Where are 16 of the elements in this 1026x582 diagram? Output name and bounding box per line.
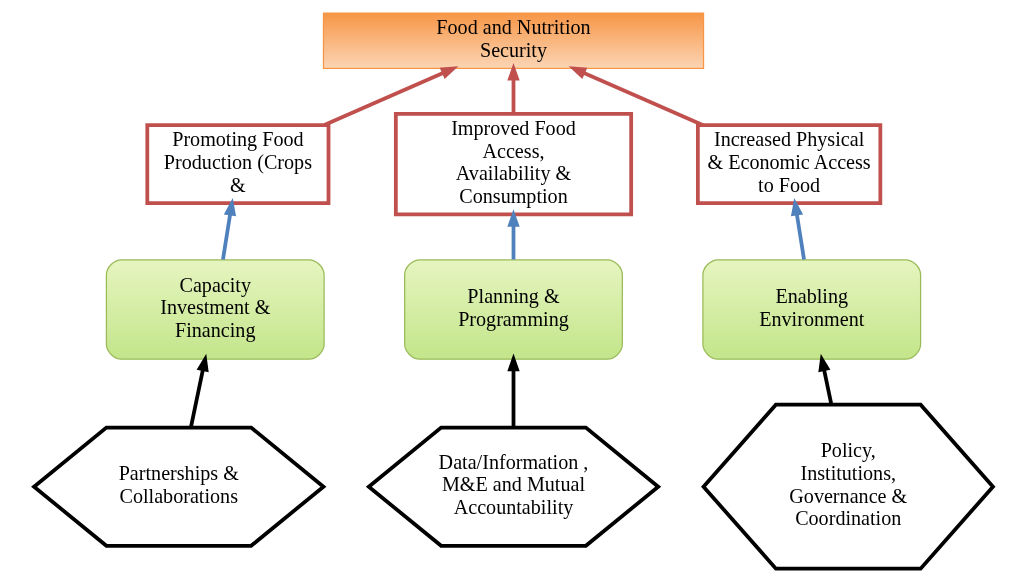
arrow <box>506 209 520 260</box>
node-box: Capacity Investment & Financing <box>105 259 325 360</box>
node-box: Promoting Food Production (Crops & <box>144 123 330 206</box>
arrow <box>220 197 236 260</box>
arrow <box>188 353 209 428</box>
node-box: Increased Physical & Economic Access to Food <box>695 123 882 206</box>
node-box: Improved Food Access, Availability & Consumption <box>393 111 633 217</box>
arrow <box>506 62 520 114</box>
arrow <box>568 66 703 127</box>
node-box: Food and Nutrition Security <box>322 12 704 70</box>
node-box: Planning & Programming <box>403 259 623 360</box>
arrow <box>817 353 833 405</box>
arrow <box>323 66 458 127</box>
arrow <box>506 353 520 428</box>
arrow <box>790 197 806 260</box>
node-box: Enabling Environment <box>701 259 921 360</box>
